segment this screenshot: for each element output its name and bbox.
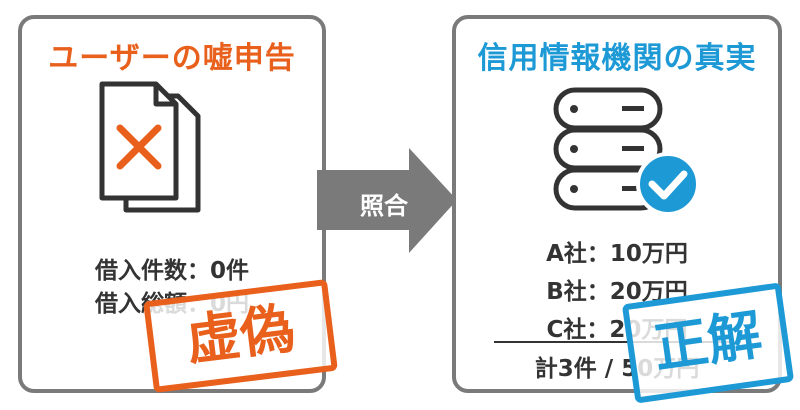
user-claim-title: ユーザーの嘘申告 [48, 41, 296, 76]
right-arrow-icon [317, 148, 457, 253]
document-x-icon [99, 81, 201, 213]
database-check-icon [553, 87, 700, 216]
record-line-a: A社：10万円 [546, 241, 688, 267]
collation-label: 照合 [360, 192, 408, 220]
credit-bureau-title: 信用情報機関の真実 [477, 41, 757, 76]
claim-line-count: 借入件数：0件 [94, 258, 249, 284]
